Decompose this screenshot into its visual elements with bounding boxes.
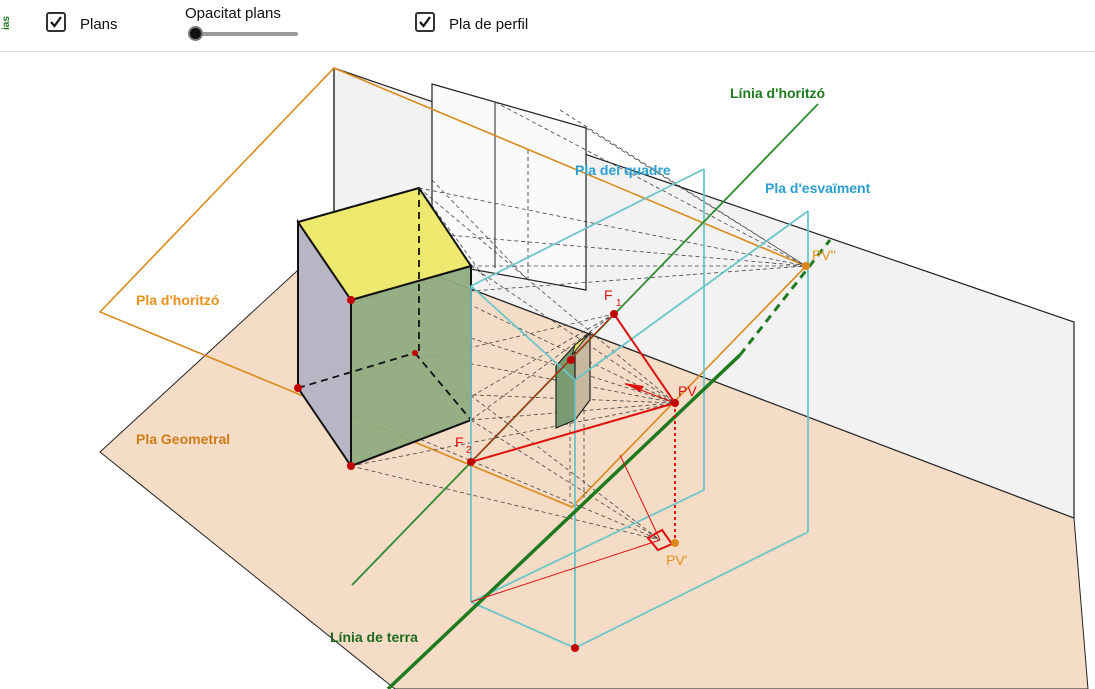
perfil-label: Pla de perfil	[449, 16, 529, 33]
label-pla-quadre: Pla del quadre	[575, 162, 671, 178]
label-f2: F	[455, 434, 464, 450]
label-pv1: PV'	[666, 552, 687, 568]
picture-plane	[470, 168, 809, 649]
opacity-label: Opacitat plans	[185, 5, 281, 22]
points	[294, 262, 810, 652]
label-f1: F	[604, 287, 613, 303]
label-pla-geometral: Pla Geometral	[136, 431, 230, 447]
check-icon	[419, 16, 431, 28]
label-pv2: PV''	[812, 247, 836, 263]
profile-plane	[431, 83, 587, 291]
plans-checkbox[interactable]	[46, 12, 66, 32]
label-f1-sub: 1	[616, 298, 622, 309]
label-pla-esvaiment: Pla d'esvaïment	[765, 180, 871, 196]
label-pv: PV	[678, 383, 697, 399]
opacity-slider-knob[interactable]	[188, 26, 203, 41]
plans-label: Plans	[80, 16, 118, 33]
label-pla-horitzo: Pla d'horitzó	[136, 292, 219, 308]
vanishing-construction	[470, 313, 676, 603]
prism	[296, 186, 473, 470]
label-f2-sub: 2	[466, 445, 472, 456]
toolbar: ias Plans Opacitat plans Pla de perfil	[0, 0, 1095, 52]
ground-line	[386, 353, 742, 689]
label-linia-horitzo: Línia d'horitzó	[730, 85, 825, 101]
opacity-slider-track[interactable]	[190, 32, 298, 36]
perfil-checkbox[interactable]	[415, 12, 435, 32]
label-linia-terra: Línia de terra	[330, 629, 418, 645]
check-icon	[50, 16, 62, 28]
